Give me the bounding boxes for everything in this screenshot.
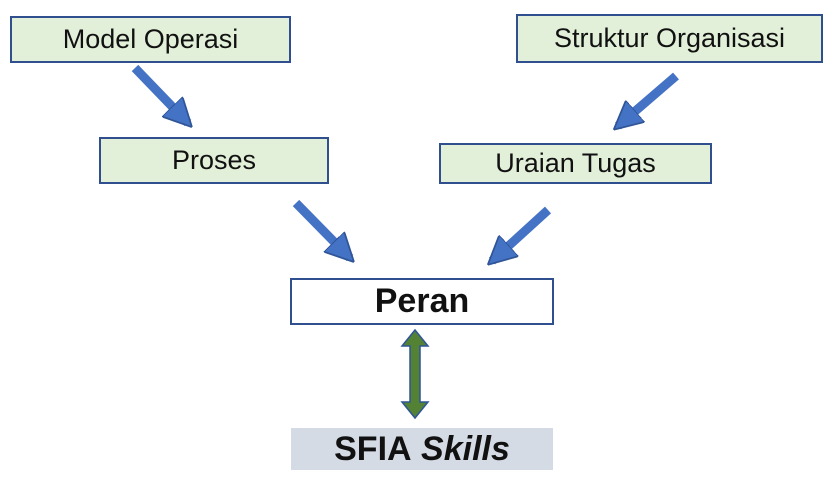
arrow-model-to-proses — [131, 64, 188, 123]
node-sfia-skills: SFIA Skills — [291, 428, 553, 470]
arrow-proses-to-peran — [292, 199, 350, 258]
node-label-skills: Skills — [421, 429, 510, 468]
node-model-operasi: Model Operasi — [10, 16, 291, 63]
node-label: Proses — [171, 145, 257, 175]
arrow-struktur-to-uraian — [618, 72, 679, 126]
node-struktur-organisasi: Struktur Organisasi — [516, 14, 823, 63]
node-label: Uraian Tugas — [495, 148, 656, 178]
arrow-uraian-to-peran — [492, 206, 552, 261]
node-peran: Peran — [290, 278, 554, 325]
node-label-sfia: SFIA — [334, 429, 412, 468]
double-arrow-peran-sfia — [400, 328, 430, 420]
node-proses: Proses — [99, 137, 329, 184]
node-uraian-tugas: Uraian Tugas — [439, 143, 712, 184]
node-label: Peran — [374, 282, 470, 320]
node-label: Struktur Organisasi — [553, 23, 786, 53]
node-label: Model Operasi — [62, 24, 239, 54]
